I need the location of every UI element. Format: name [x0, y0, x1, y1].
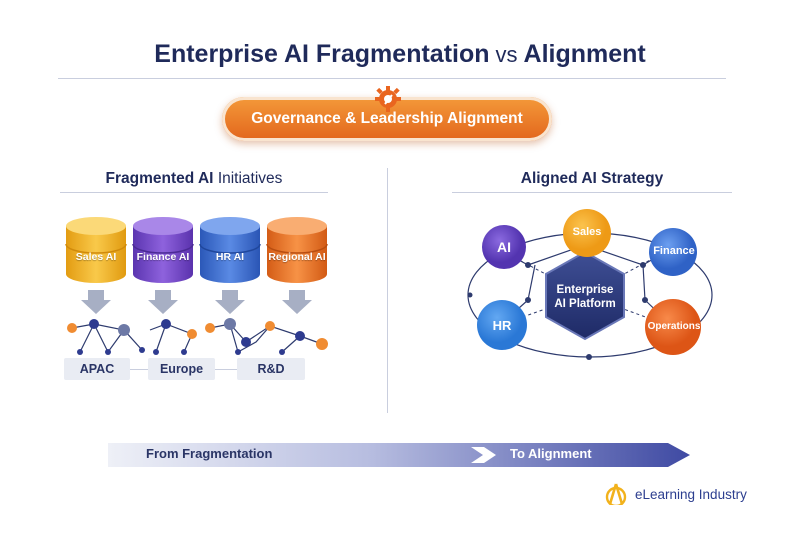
chevron-right-icon — [471, 447, 496, 463]
region-rd: R&D — [237, 358, 305, 380]
from-label: From Fragmentation — [146, 446, 273, 461]
silo-graphic — [65, 217, 328, 314]
aligned-diagram — [467, 209, 713, 360]
platform-hub — [545, 250, 625, 341]
fragmented-title-bold: Fragmented AI — [105, 170, 214, 187]
to-label: To Alignment — [510, 446, 592, 461]
hub-label-line1: Enterprise — [556, 284, 614, 296]
region-connector — [130, 369, 148, 370]
silo-label-hr: HR AI — [215, 251, 245, 263]
governance-label: Governance & Leadership Alignment — [251, 110, 523, 127]
hub-label-line2: AI Platform — [554, 298, 616, 310]
aligned-title: Aligned AI Strategy — [520, 170, 664, 187]
node-label-sales: Sales — [572, 226, 602, 238]
node-operations — [645, 299, 701, 355]
silo-sales — [65, 217, 127, 283]
silo-label-regional: Regional AI — [268, 251, 326, 263]
silo-label-sales: Sales AI — [75, 251, 117, 263]
down-arrow-icon — [215, 290, 245, 314]
fragmented-network — [67, 318, 328, 355]
down-arrow-icon — [81, 290, 111, 314]
node-hr — [477, 300, 527, 350]
title-part1: Enterprise AI Fragmentation — [154, 40, 490, 68]
region-connector — [215, 369, 237, 370]
silo-regional — [266, 217, 328, 283]
transition-arrow — [108, 443, 690, 467]
title-vs: vs — [495, 42, 518, 67]
aligned-rule — [452, 192, 732, 193]
region-apac: APAC — [64, 358, 130, 380]
fragmented-title-rest: Initiatives — [217, 170, 283, 187]
network-nodes — [67, 318, 328, 355]
title-part2: Alignment — [523, 40, 646, 68]
region-europe: Europe — [148, 358, 215, 380]
silo-hr — [199, 217, 261, 283]
node-finance — [649, 228, 697, 276]
node-sales — [563, 209, 611, 257]
silo-label-finance: Finance AI — [136, 251, 190, 263]
brand-name: eLearning Industry — [635, 486, 747, 502]
down-arrow-icon — [282, 290, 312, 314]
brand-logo-icon — [605, 483, 627, 505]
node-ai — [482, 225, 526, 269]
node-label-ai: AI — [497, 239, 511, 255]
title-rule — [58, 78, 726, 79]
silo-finance — [132, 217, 194, 283]
node-label-operations: Operations — [647, 321, 701, 332]
fragmented-rule — [60, 192, 328, 193]
section-divider — [387, 168, 388, 413]
fragmented-title: Fragmented AI Initiatives — [60, 170, 328, 188]
node-label-hr: HR — [492, 318, 512, 333]
node-label-finance: Finance — [653, 245, 695, 257]
gear-icon — [375, 86, 401, 112]
brand-logo: eLearning Industry — [603, 483, 747, 505]
down-arrow-icon — [148, 290, 178, 314]
hub-label: Enterprise AI Platform — [546, 283, 624, 311]
